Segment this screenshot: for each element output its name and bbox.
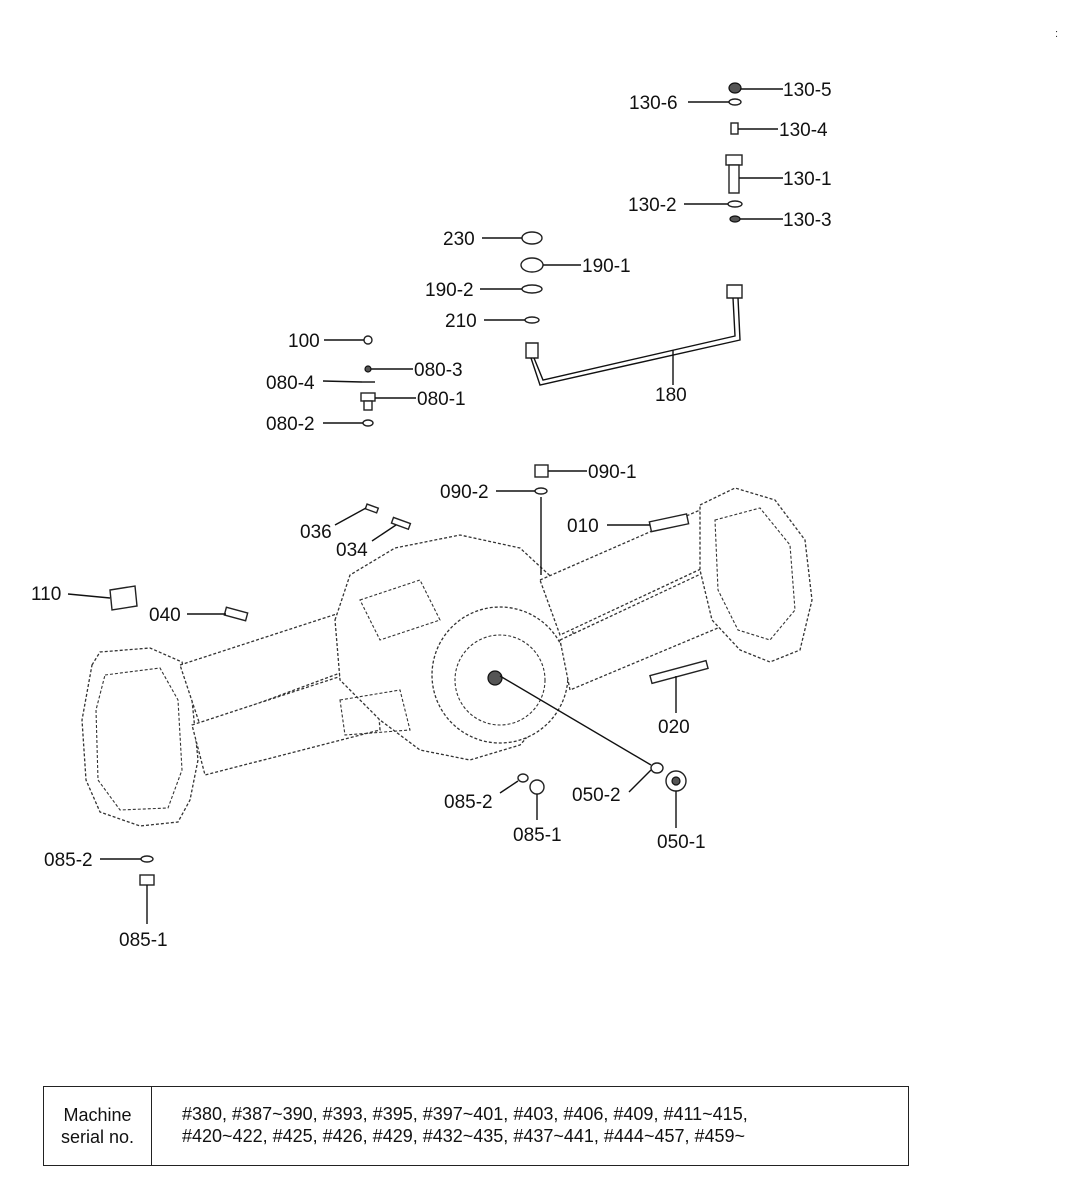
part-036 <box>364 503 380 514</box>
label-210: 210 <box>445 311 477 332</box>
part-230 <box>521 231 543 245</box>
label-085-1-left: 085-1 <box>119 930 168 951</box>
part-085-1-left <box>139 874 155 886</box>
label-190-1: 190-1 <box>582 256 631 277</box>
label-130-2: 130-2 <box>628 195 677 216</box>
part-080-1-head <box>360 392 376 402</box>
label-085-2-right: 085-2 <box>444 792 493 813</box>
parts-hose-group <box>520 231 743 386</box>
label-050-2: 050-2 <box>572 785 621 806</box>
part-180-fitting-left <box>525 342 539 359</box>
label-080-1: 080-1 <box>417 389 466 410</box>
part-130-2 <box>727 200 743 208</box>
label-080-4: 080-4 <box>266 373 315 394</box>
leader-lines <box>67 88 783 924</box>
parts-080-group <box>360 335 376 427</box>
label-085-2-left: 085-2 <box>44 850 93 871</box>
part-085-2-left <box>140 855 154 863</box>
part-085-2-right <box>517 773 529 783</box>
label-085-1-right: 085-1 <box>513 825 562 846</box>
part-034 <box>390 516 412 531</box>
parts-130-group <box>725 82 743 223</box>
part-190-1 <box>520 257 544 273</box>
part-020 <box>649 659 709 685</box>
label-020: 020 <box>658 717 690 738</box>
label-100: 100 <box>288 331 320 352</box>
label-130-4: 130-4 <box>779 120 828 141</box>
serial-header-line1: Machine <box>63 1105 132 1125</box>
part-080-2 <box>362 419 374 427</box>
serial-header-line2: serial no. <box>60 1127 135 1147</box>
serial-values-line2: #420~422, #425, #426, #429, #432~435, #4… <box>182 1126 746 1146</box>
label-050-1: 050-1 <box>657 832 706 853</box>
label-130-1: 130-1 <box>783 169 832 190</box>
part-110 <box>109 585 138 611</box>
corner-mark: : <box>1055 28 1059 40</box>
parts-misc-group <box>109 464 709 886</box>
part-050-2 <box>650 762 664 774</box>
part-085-1-right <box>529 779 545 795</box>
label-230: 230 <box>443 229 475 250</box>
label-110: 110 <box>31 584 61 605</box>
part-130-3 <box>729 215 741 223</box>
label-036: 036 <box>300 522 332 543</box>
label-090-1: 090-1 <box>588 462 637 483</box>
part-090-2 <box>534 487 548 495</box>
part-040 <box>223 606 249 622</box>
label-130-5: 130-5 <box>783 80 832 101</box>
part-180-fitting-right <box>726 284 743 299</box>
serial-values-line1: #380, #387~390, #393, #395, #397~401, #4… <box>182 1104 748 1124</box>
label-040: 040 <box>149 605 181 626</box>
callout-labels: 130-5 130-6 130-4 130-1 130-2 130-3 230 … <box>31 80 832 951</box>
label-010: 010 <box>567 516 599 537</box>
label-034: 034 <box>336 540 368 561</box>
part-130-1-head <box>725 154 743 166</box>
part-130-5 <box>728 82 742 94</box>
part-180-pipe-inner <box>533 297 736 381</box>
label-080-2: 080-2 <box>266 414 315 435</box>
part-130-6 <box>728 98 742 106</box>
label-090-2: 090-2 <box>440 482 489 503</box>
label-130-6: 130-6 <box>629 93 678 114</box>
serial-table-header: Machine serial no. <box>44 1087 152 1165</box>
part-130-1-body <box>728 164 740 194</box>
part-010 <box>648 513 690 533</box>
label-180: 180 <box>655 385 687 406</box>
part-080-3 <box>364 365 372 373</box>
serial-number-table: Machine serial no. #380, #387~390, #393,… <box>43 1086 909 1166</box>
label-080-3: 080-3 <box>414 360 463 381</box>
part-100 <box>363 335 373 345</box>
part-090-1 <box>534 464 549 478</box>
label-130-3: 130-3 <box>783 210 832 231</box>
part-210 <box>524 316 540 324</box>
part-130-4 <box>730 122 739 135</box>
part-180-pipe-outer <box>530 297 741 386</box>
axle-housing <box>81 487 813 827</box>
part-080-1-body <box>363 400 373 411</box>
part-190-2 <box>521 284 543 294</box>
serial-table-values: #380, #387~390, #393, #395, #397~401, #4… <box>152 1087 908 1165</box>
label-190-2: 190-2 <box>425 280 474 301</box>
